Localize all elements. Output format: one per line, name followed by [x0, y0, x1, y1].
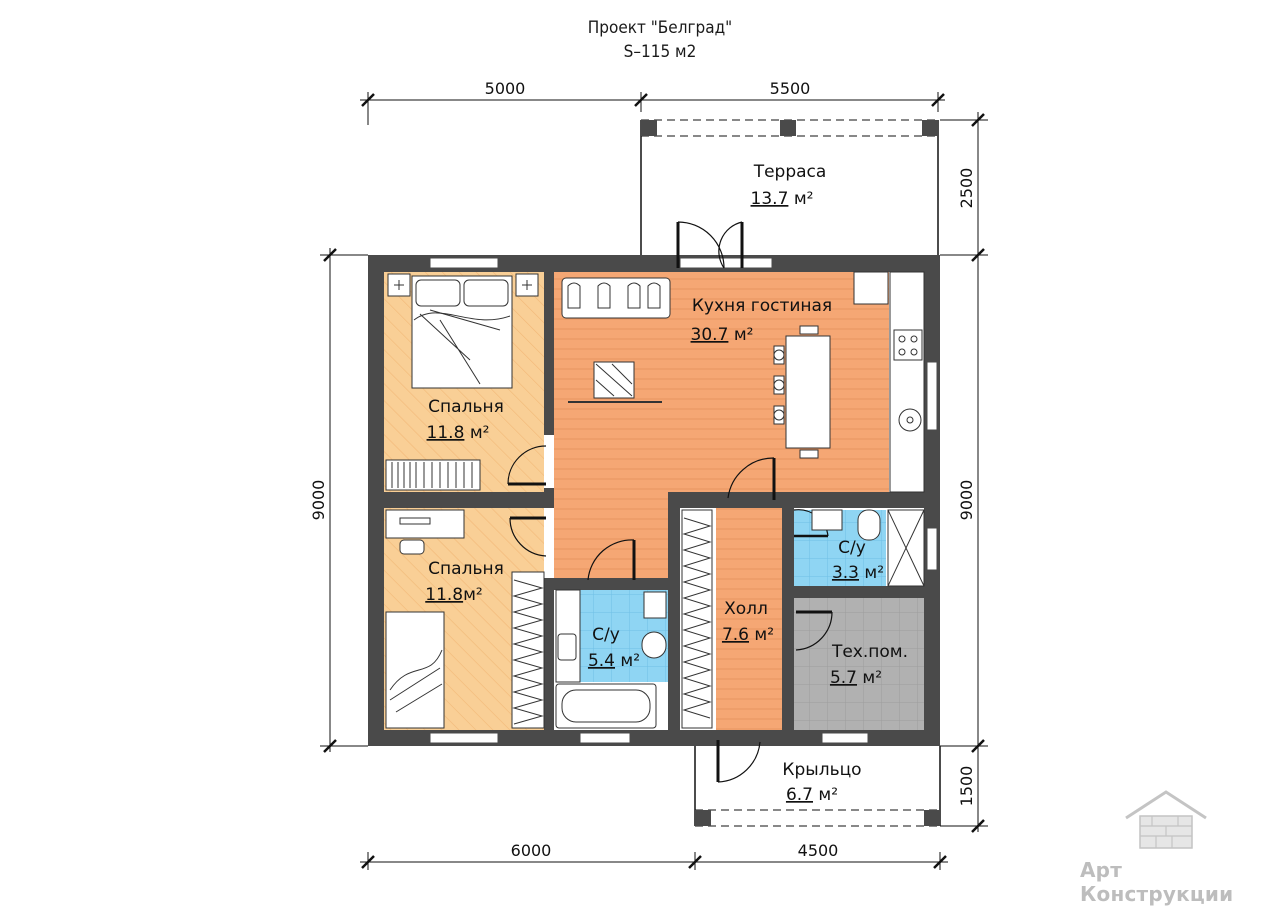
- walls: [368, 255, 940, 746]
- room-terrace-area: 13.7 м²: [751, 189, 814, 209]
- dining-table-icon: [773, 325, 831, 459]
- dim-top-right: 5500: [770, 79, 811, 98]
- room-tech-name: Тех.пом.: [831, 642, 908, 662]
- hall-floor: [716, 508, 782, 730]
- dim-right-top: 2500: [957, 168, 976, 209]
- room-kitchen-area: 30.7 м²: [691, 325, 754, 345]
- desk-icon: [385, 509, 465, 555]
- dim-left: 9000: [309, 480, 328, 521]
- tv-unit-icon: [568, 361, 662, 403]
- dim-right-bottom: 1500: [957, 766, 976, 807]
- single-bed-icon: [385, 611, 445, 729]
- brand-logo-icon: [1125, 790, 1207, 849]
- porch: [694, 746, 941, 827]
- room-porch-area: 6.7 м²: [786, 785, 838, 805]
- dim-top-left: 5000: [485, 79, 526, 98]
- dim-right-main: 9000: [957, 480, 976, 521]
- sofa-icon: [561, 277, 671, 319]
- kitchen-counter-icon: [853, 271, 925, 493]
- bed-icon: [387, 273, 539, 389]
- room-hall-area: 7.6 м²: [722, 625, 774, 645]
- wardrobe-icon: [385, 459, 481, 491]
- project-area: S–115 м2: [623, 42, 697, 62]
- room-bedroom2-area: 11.8м²: [425, 585, 483, 605]
- dim-bottom-left: 6000: [511, 841, 552, 860]
- windows: [429, 257, 938, 744]
- room-terrace-name: Терраса: [753, 162, 827, 182]
- room-bedroom1-area: 11.8 м²: [427, 423, 490, 443]
- room-bedroom1-name: Спальня: [428, 397, 504, 417]
- room-tech-area: 5.7 м²: [830, 668, 882, 688]
- room-hall-name: Холл: [724, 599, 768, 619]
- doors: [507, 221, 833, 783]
- bath2-fixtures: [811, 509, 925, 587]
- hall-wardrobe-icon: [681, 509, 713, 729]
- room-bath2-area: 3.3 м²: [832, 563, 884, 583]
- kitchen-corridor-floor: [554, 492, 670, 578]
- room-bath2-name: С/у: [838, 538, 866, 558]
- tech-floor: [794, 598, 924, 730]
- terrace: [640, 119, 939, 255]
- room-bath1-area: 5.4 м²: [588, 651, 640, 671]
- project-title: Проект "Белград": [587, 18, 733, 38]
- room-bath1-name: С/у: [592, 625, 620, 645]
- room-porch-name: Крыльцо: [782, 760, 861, 780]
- room-bedroom2-name: Спальня: [428, 559, 504, 579]
- wardrobe2-icon: [511, 571, 545, 729]
- brand-name: Арт Конструкции: [1080, 858, 1234, 906]
- dimension-lines: [320, 92, 988, 870]
- dim-bottom-right: 4500: [798, 841, 839, 860]
- bath1-fixtures: [555, 589, 667, 729]
- room-kitchen-name: Кухня гостиная: [692, 296, 832, 316]
